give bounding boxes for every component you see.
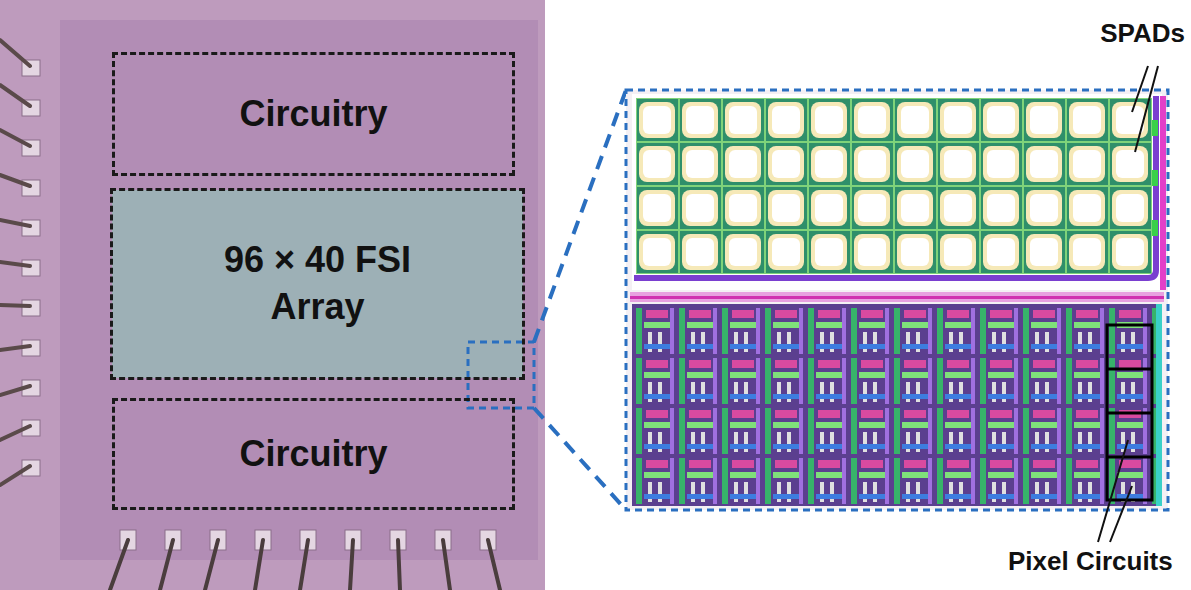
- region-box: Circuitry: [112, 52, 515, 176]
- region-box: 96 × 40 FSI Array: [110, 188, 525, 380]
- region-label: Circuitry: [239, 91, 387, 138]
- region-label: 96 × 40 FSI Array: [188, 237, 448, 331]
- callout-label: Pixel Circuits: [1008, 546, 1173, 577]
- region-box: Circuitry: [112, 398, 515, 510]
- callout-label: SPADs: [1100, 18, 1185, 49]
- region-label: Circuitry: [239, 431, 387, 478]
